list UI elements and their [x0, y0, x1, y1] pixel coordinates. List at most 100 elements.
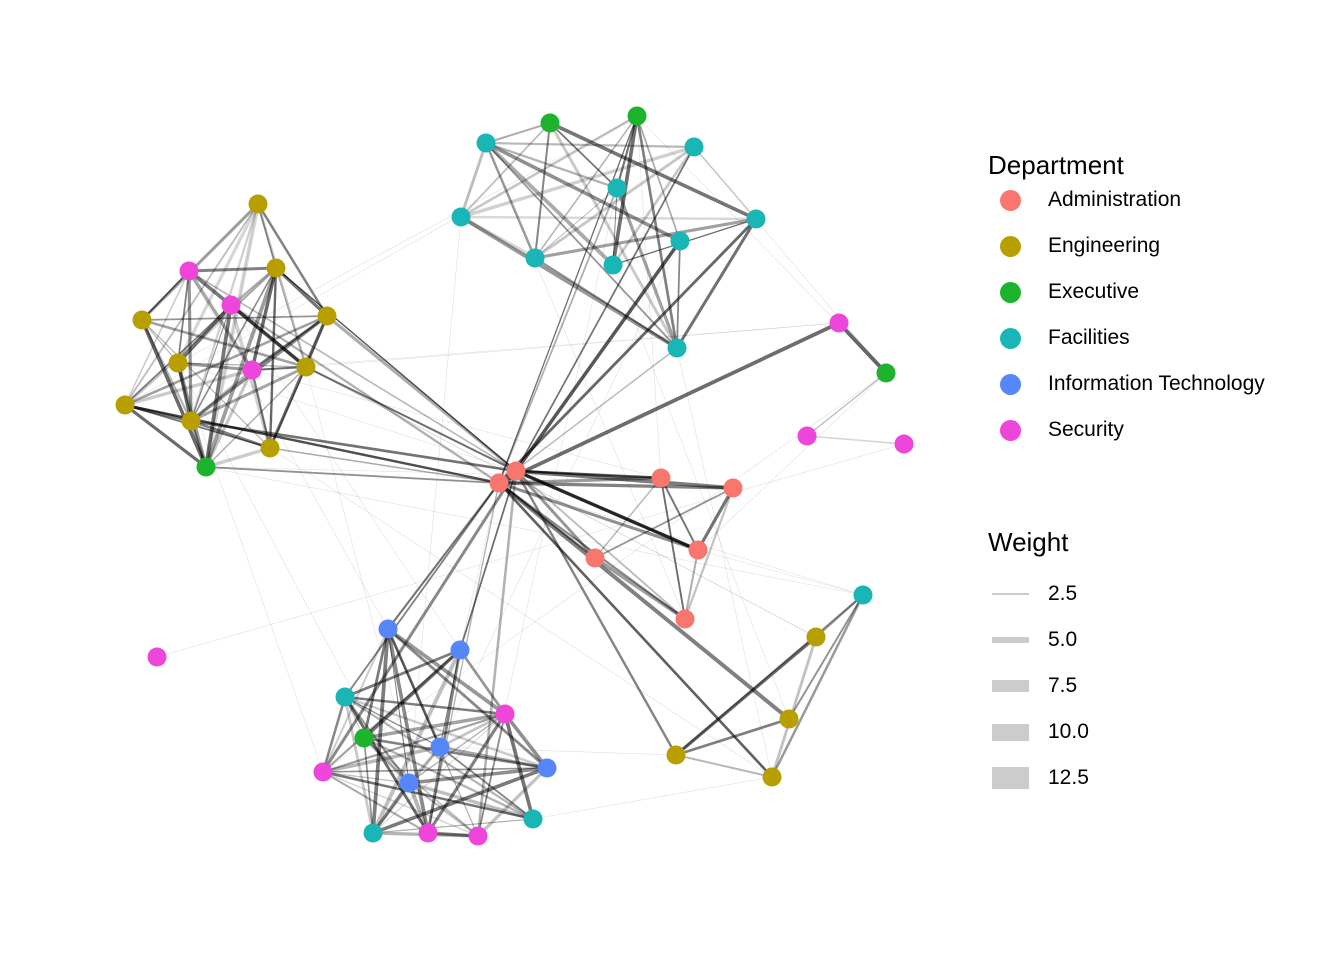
weight-swatch [992, 723, 1029, 741]
edge [177, 362, 429, 834]
legend-label: Engineering [1048, 234, 1161, 257]
node-executive [627, 106, 647, 126]
node-security [147, 647, 167, 667]
edge [534, 187, 618, 259]
edge [459, 470, 517, 651]
edge [371, 781, 411, 835]
edge [343, 695, 430, 835]
legend-label: 5.0 [1048, 628, 1078, 651]
node-executive [876, 363, 896, 383]
edge [371, 648, 462, 835]
edge [683, 548, 700, 621]
edge [611, 145, 696, 267]
node-information-technology [378, 619, 398, 639]
edge [322, 767, 548, 773]
edge [305, 366, 817, 638]
edge [256, 202, 308, 369]
edge [141, 270, 190, 321]
edge [498, 347, 678, 484]
node-administration [585, 548, 605, 568]
edge [305, 366, 429, 834]
edge [439, 746, 677, 756]
node-administration [675, 609, 695, 629]
edge [476, 469, 518, 838]
edge [176, 361, 193, 423]
edge [548, 121, 758, 221]
edge [514, 239, 682, 473]
edge [177, 270, 190, 364]
edge [322, 372, 887, 773]
legend-weight-item: 2.5 [988, 579, 1077, 609]
edge [408, 216, 462, 784]
edge [321, 695, 347, 774]
edge [321, 745, 442, 774]
node-administration [489, 473, 509, 493]
edge [408, 782, 534, 820]
edge [371, 766, 549, 835]
edge [304, 365, 518, 473]
edge [229, 266, 278, 307]
legend-item-facilities: Facilities [988, 326, 1130, 350]
edge [837, 321, 888, 375]
edge [123, 403, 208, 469]
edge [806, 435, 905, 445]
node-security [829, 313, 849, 333]
edge [660, 477, 686, 620]
edge [256, 202, 329, 318]
legend-item-engineering: Engineering [988, 234, 1160, 258]
edge [187, 266, 278, 273]
edge [322, 771, 479, 837]
edge [697, 372, 887, 551]
edge [674, 717, 791, 757]
edge [251, 322, 840, 371]
edge [484, 141, 615, 267]
legend-label: Facilities [1048, 326, 1130, 349]
edge [189, 419, 518, 473]
edge [140, 318, 208, 469]
edge [533, 121, 552, 260]
node-engineering [266, 258, 286, 278]
edge [659, 476, 700, 552]
node-information-technology [399, 773, 419, 793]
edge [635, 114, 679, 350]
edge [275, 267, 307, 368]
edge [189, 368, 254, 423]
edge [187, 269, 254, 372]
edge [123, 368, 254, 407]
edge [497, 481, 700, 552]
edge [177, 362, 517, 472]
edge [484, 141, 619, 190]
edge [485, 142, 678, 349]
node-engineering [666, 745, 686, 765]
edge [693, 146, 757, 220]
legend-dot [1000, 419, 1021, 441]
edge [305, 366, 817, 638]
edge [188, 270, 517, 472]
edge [343, 695, 411, 785]
legend-label: 12.5 [1048, 766, 1089, 789]
edge [676, 240, 681, 349]
legend-label: Information Technology [1048, 372, 1265, 395]
weight-swatch [992, 680, 1029, 692]
legend-dot [1000, 327, 1021, 349]
node-executive [540, 113, 560, 133]
edge [439, 240, 681, 748]
node-information-technology [430, 737, 450, 757]
edge [498, 115, 638, 484]
edge [204, 446, 272, 469]
edge [257, 203, 277, 269]
edge [438, 745, 549, 770]
edge [814, 593, 865, 639]
edge [532, 776, 773, 820]
edge [636, 115, 681, 242]
edge [676, 347, 773, 778]
node-security [313, 762, 333, 782]
edge [549, 122, 618, 189]
edge [458, 648, 507, 716]
edge [229, 303, 308, 369]
legend-label: 7.5 [1048, 674, 1078, 697]
edge [459, 114, 639, 219]
edge [204, 266, 278, 469]
